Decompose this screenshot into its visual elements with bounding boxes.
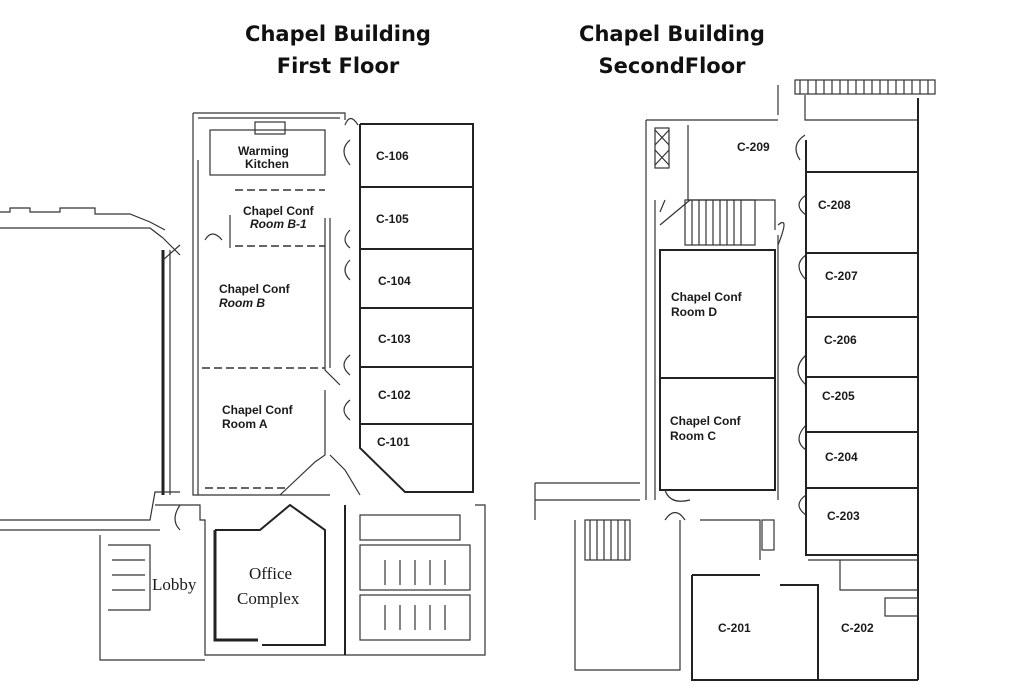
room-c105: C-105	[376, 212, 409, 226]
second-floor-plan: C-209 C-208 C-207 C-206 C-205 C-204 C-20…	[534, 79, 936, 681]
room-c104: C-104	[378, 274, 411, 288]
room-c209: C-209	[737, 140, 770, 154]
room-lobby: Lobby	[152, 575, 197, 594]
room-c101: C-101	[377, 435, 410, 449]
second-floor-title-line1: Chapel Building	[579, 22, 765, 46]
room-c204: C-204	[825, 450, 858, 464]
room-c102: C-102	[378, 388, 411, 402]
room-c103: C-103	[378, 332, 411, 346]
room-c106: C-106	[376, 149, 409, 163]
room-c202: C-202	[841, 621, 874, 635]
room-c203: C-203	[827, 509, 860, 523]
room-chapel-conf-a: Chapel Conf Room A	[222, 403, 296, 431]
second-floor-title-line2: SecondFloor	[599, 54, 747, 78]
first-floor-title-line1: Chapel Building	[245, 22, 431, 46]
room-chapel-conf-c: Chapel Conf Room C	[670, 414, 744, 443]
room-c206: C-206	[824, 333, 857, 347]
room-chapel-conf-b1: Chapel Conf Room B-1	[243, 204, 317, 231]
room-chapel-conf-d: Chapel Conf Room D	[671, 290, 745, 319]
room-c207: C-207	[825, 269, 858, 283]
first-floor-plan: Warming Kitchen Chapel Conf Room B-1 Cha…	[0, 112, 486, 661]
room-chapel-conf-b: Chapel Conf Room B	[219, 282, 293, 310]
room-office-complex: Office Complex	[237, 564, 300, 608]
room-c208: C-208	[818, 198, 851, 212]
first-floor-title-line2: First Floor	[277, 54, 400, 78]
room-warming-kitchen: Warming Kitchen	[238, 144, 292, 171]
room-c201: C-201	[718, 621, 751, 635]
room-c205: C-205	[822, 389, 855, 403]
